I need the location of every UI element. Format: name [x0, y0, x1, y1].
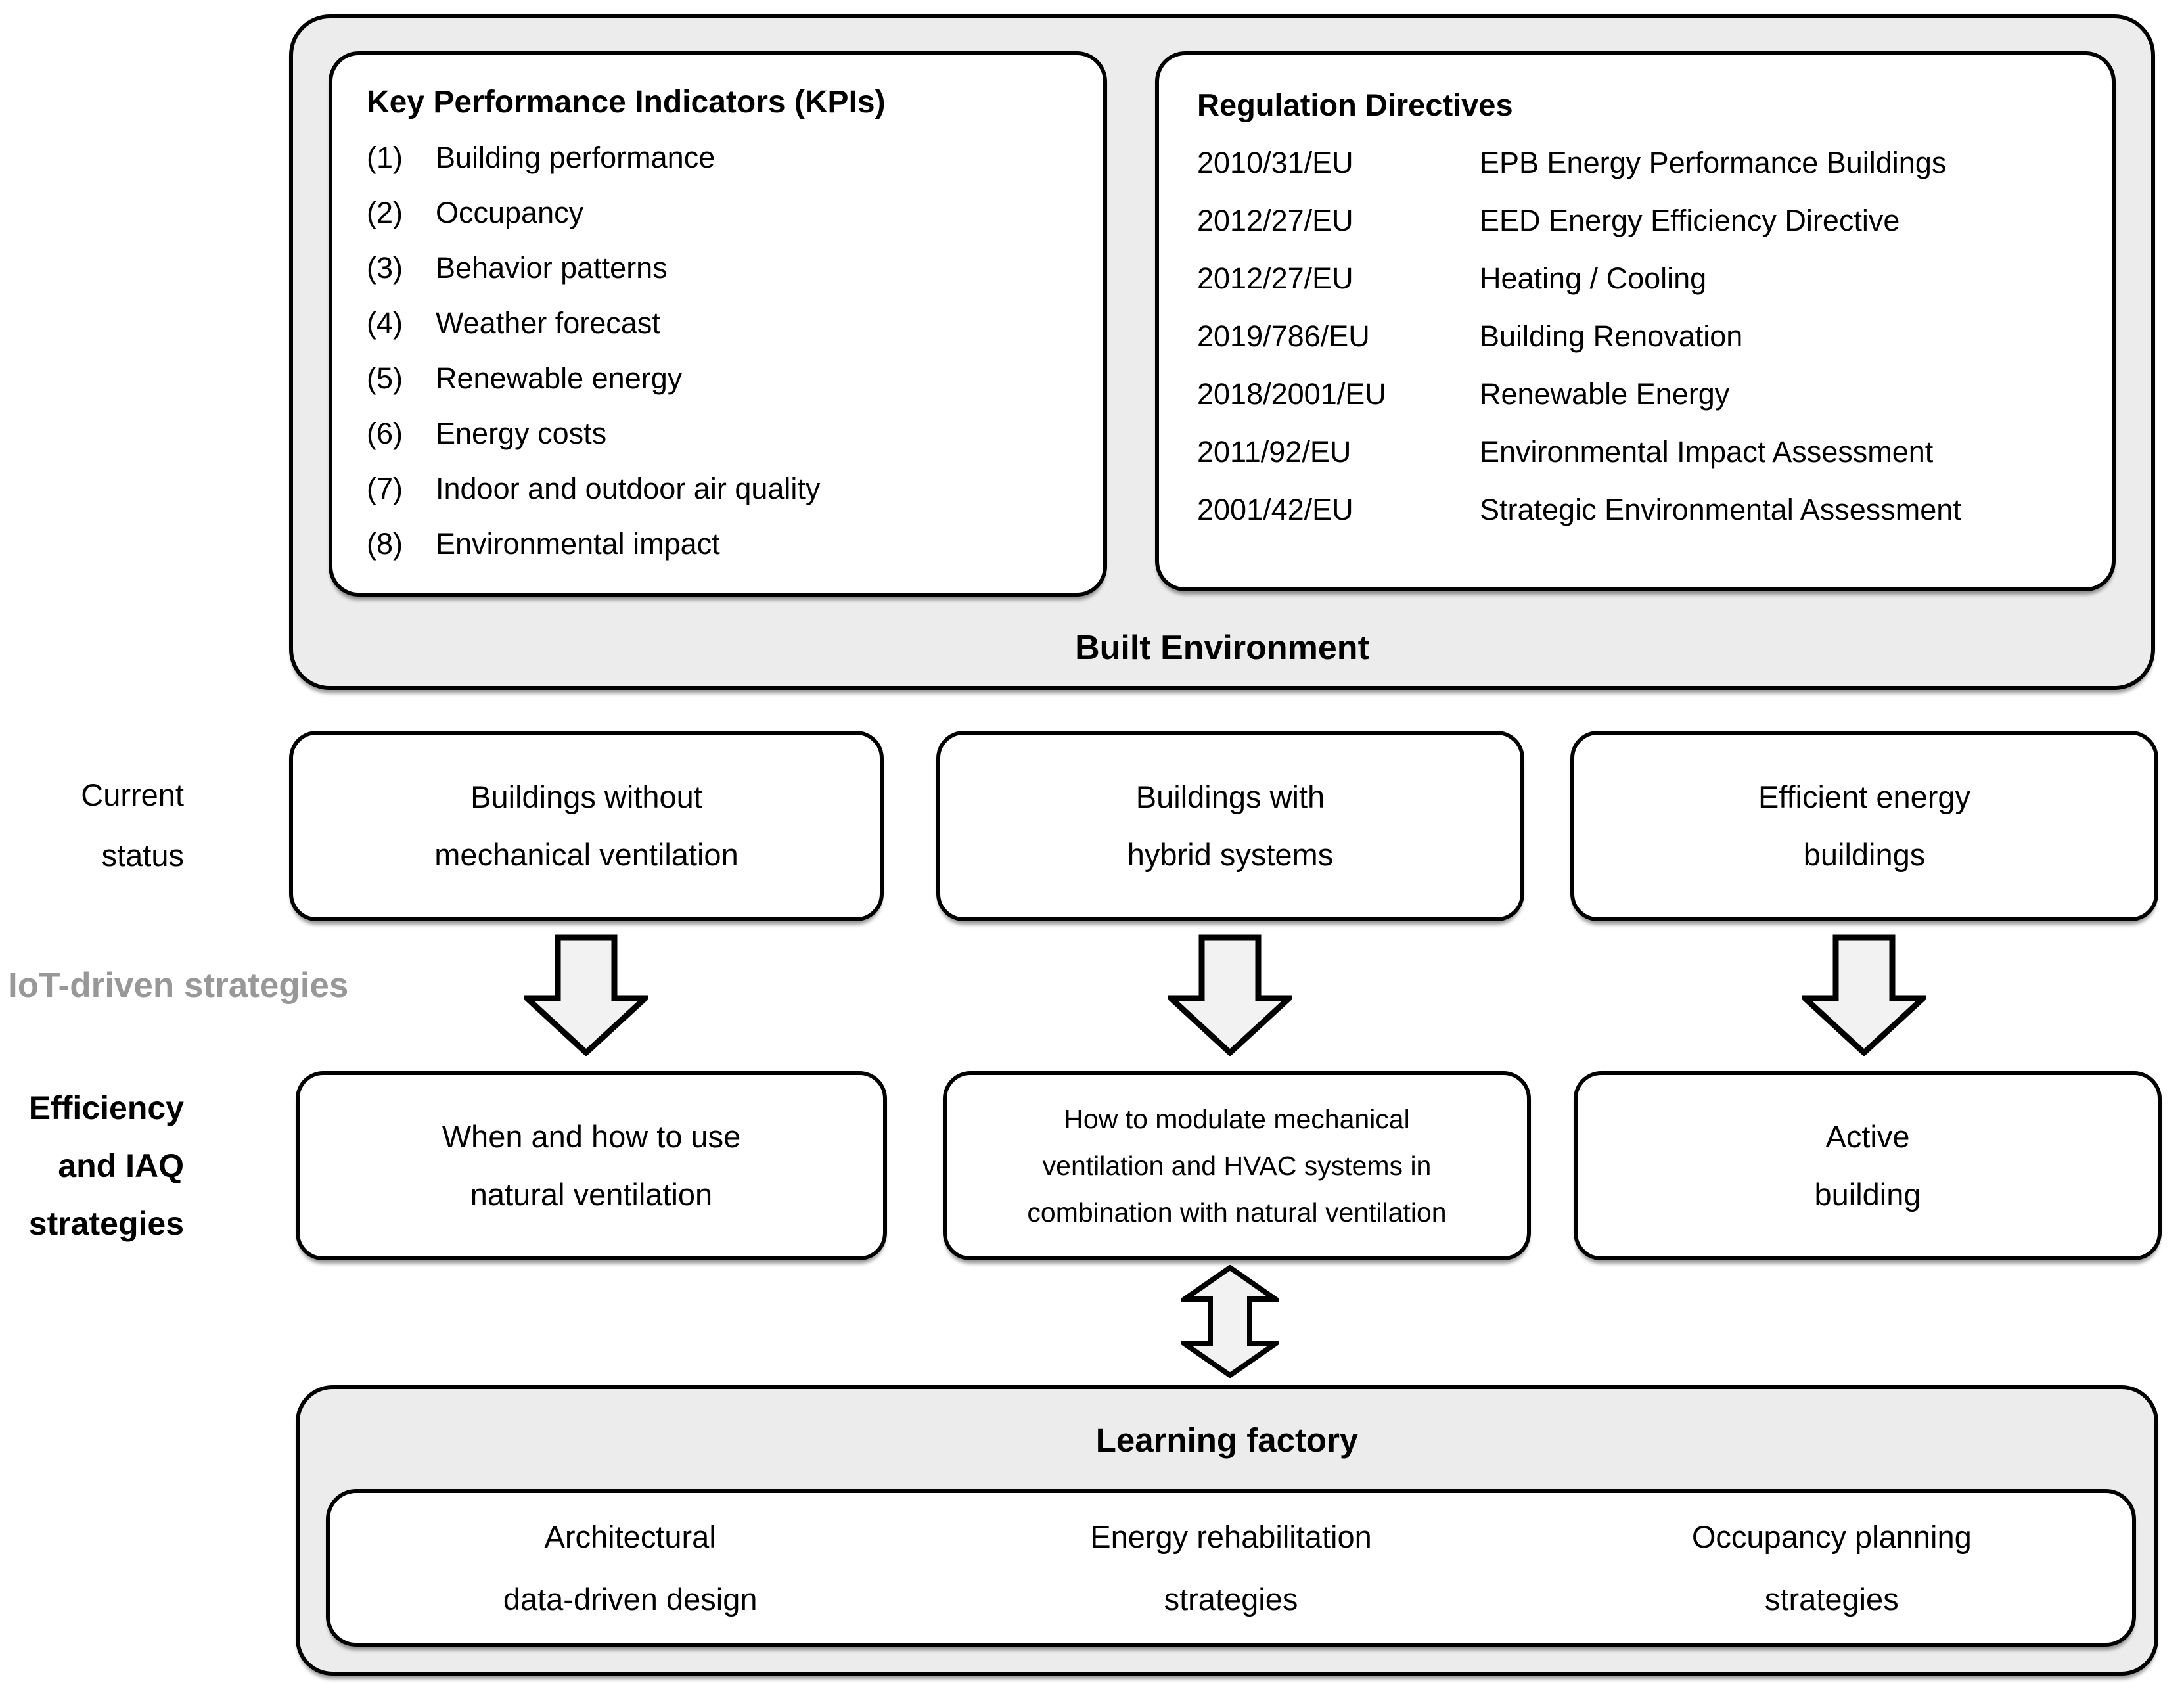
kpi-item-label: Indoor and outdoor air quality [436, 472, 821, 505]
strategy-box-modulate-mechanical: How to modulate mechanical ventilation a… [943, 1071, 1531, 1260]
regulation-directives-title: Regulation Directives [1197, 87, 1513, 122]
kpi-title: Key Performance Indicators (KPIs) [367, 85, 886, 120]
kpi-item: (5) Renewable energy [367, 351, 1093, 406]
kpi-item-label: Weather forecast [436, 306, 660, 340]
regulation-code: 2012/27/EU [1197, 262, 1354, 295]
kpi-item-number: (1) [367, 141, 403, 174]
current-status-label: Current status [81, 777, 184, 873]
kpi-item: (2) Occupancy [367, 185, 1093, 241]
down-arrow-icon [524, 934, 648, 1056]
regulation-name: Heating / Cooling [1480, 262, 1707, 295]
regulation-item: 2011/92/EU Environmental Impact Assessme… [1197, 423, 2101, 481]
learning-factory-item-architectural: Architectural data-driven design [503, 1519, 758, 1617]
kpi-item-label: Renewable energy [436, 361, 683, 395]
kpi-item: (4) Weather forecast [367, 296, 1093, 351]
regulation-code: 2010/31/EU [1197, 146, 1354, 179]
regulation-code: 2018/2001/EU [1197, 377, 1386, 411]
regulation-code: 2019/786/EU [1197, 319, 1370, 353]
regulation-name: EED Energy Efficiency Directive [1480, 204, 1900, 237]
learning-factory-title: Learning factory [1095, 1421, 1359, 1459]
kpi-item: (3) Behavior patterns [367, 241, 1093, 296]
regulation-item: 2012/27/EU Heating / Cooling [1197, 250, 2101, 308]
kpi-item: (8) Environmental impact [367, 516, 1093, 572]
efficiency-iaq-strategies-label: Efficiency and IAQ strategies [28, 1090, 184, 1242]
double-arrow-icon [1181, 1265, 1279, 1378]
kpi-item-number: (2) [367, 196, 403, 229]
learning-factory-inner-box: Architectural data-driven design Energy … [326, 1489, 2136, 1647]
down-arrow-icon [1168, 934, 1292, 1056]
kpi-item-number: (6) [367, 417, 403, 450]
kpi-item-label: Building performance [436, 141, 716, 174]
down-arrow-icon [1802, 934, 1926, 1056]
status-box-text: Efficient energy buildings [1758, 779, 1971, 872]
kpi-item-number: (7) [367, 472, 403, 505]
regulation-code: 2011/92/EU [1197, 435, 1352, 469]
kpi-item: (6) Energy costs [367, 406, 1093, 461]
strategy-box-natural-ventilation: When and how to use natural ventilation [296, 1071, 887, 1260]
regulation-item: 2010/31/EU EPB Energy Performance Buildi… [1197, 134, 2101, 192]
regulation-item: 2012/27/EU EED Energy Efficiency Directi… [1197, 192, 2101, 250]
status-box-without-mech-ventilation: Buildings without mechanical ventilation [289, 731, 884, 921]
strategy-box-text: When and how to use natural ventilation [442, 1119, 741, 1212]
strategy-box-text: How to modulate mechanical ventilation a… [1027, 1103, 1447, 1228]
regulation-name: Renewable Energy [1480, 377, 1730, 411]
built-environment-label: Built Environment [1075, 629, 1369, 667]
strategy-box-text: Active building [1814, 1119, 1921, 1212]
status-box-efficient-energy: Efficient energy buildings [1570, 731, 2158, 921]
kpi-item-label: Behavior patterns [436, 251, 668, 285]
kpi-item: (1) Building performance [367, 130, 1093, 185]
kpi-item-number: (5) [367, 361, 403, 395]
status-box-text: Buildings with hybrid systems [1127, 779, 1334, 872]
regulation-name: Environmental Impact Assessment [1480, 435, 1934, 469]
strategy-box-active-building: Active building [1574, 1071, 2162, 1260]
regulation-name: Strategic Environmental Assessment [1480, 493, 1961, 526]
kpi-item-label: Occupancy [436, 196, 584, 229]
kpi-item-number: (3) [367, 251, 403, 285]
regulation-item: 2018/2001/EU Renewable Energy [1197, 365, 2101, 423]
regulation-name: Building Renovation [1480, 319, 1743, 353]
kpi-item-number: (8) [367, 527, 403, 561]
regulation-item: 2019/786/EU Building Renovation [1197, 308, 2101, 365]
kpi-item-label: Energy costs [436, 417, 607, 450]
regulation-code: 2001/42/EU [1197, 493, 1354, 526]
learning-factory-panel: Learning factory Architectural data-driv… [296, 1385, 2158, 1676]
iot-driven-strategies-label: IoT-driven strategies [8, 966, 349, 1005]
regulation-name: EPB Energy Performance Buildings [1480, 146, 1947, 179]
learning-factory-item-energy-rehab: Energy rehabilitation strategies [1090, 1519, 1372, 1617]
kpi-item-number: (4) [367, 306, 403, 340]
kpi-box: Key Performance Indicators (KPIs) (1) Bu… [329, 51, 1107, 597]
regulation-item: 2001/42/EU Strategic Environmental Asses… [1197, 481, 2101, 539]
kpi-item: (7) Indoor and outdoor air quality [367, 461, 1093, 516]
kpi-item-label: Environmental impact [436, 527, 720, 561]
learning-factory-item-occupancy: Occupancy planning strategies [1691, 1519, 1972, 1617]
regulation-directives-box: Regulation Directives 2010/31/EU EPB Ene… [1155, 51, 2116, 591]
regulation-code: 2012/27/EU [1197, 204, 1354, 237]
status-box-hybrid-systems: Buildings with hybrid systems [936, 731, 1524, 921]
status-box-text: Buildings without mechanical ventilation [434, 779, 739, 872]
